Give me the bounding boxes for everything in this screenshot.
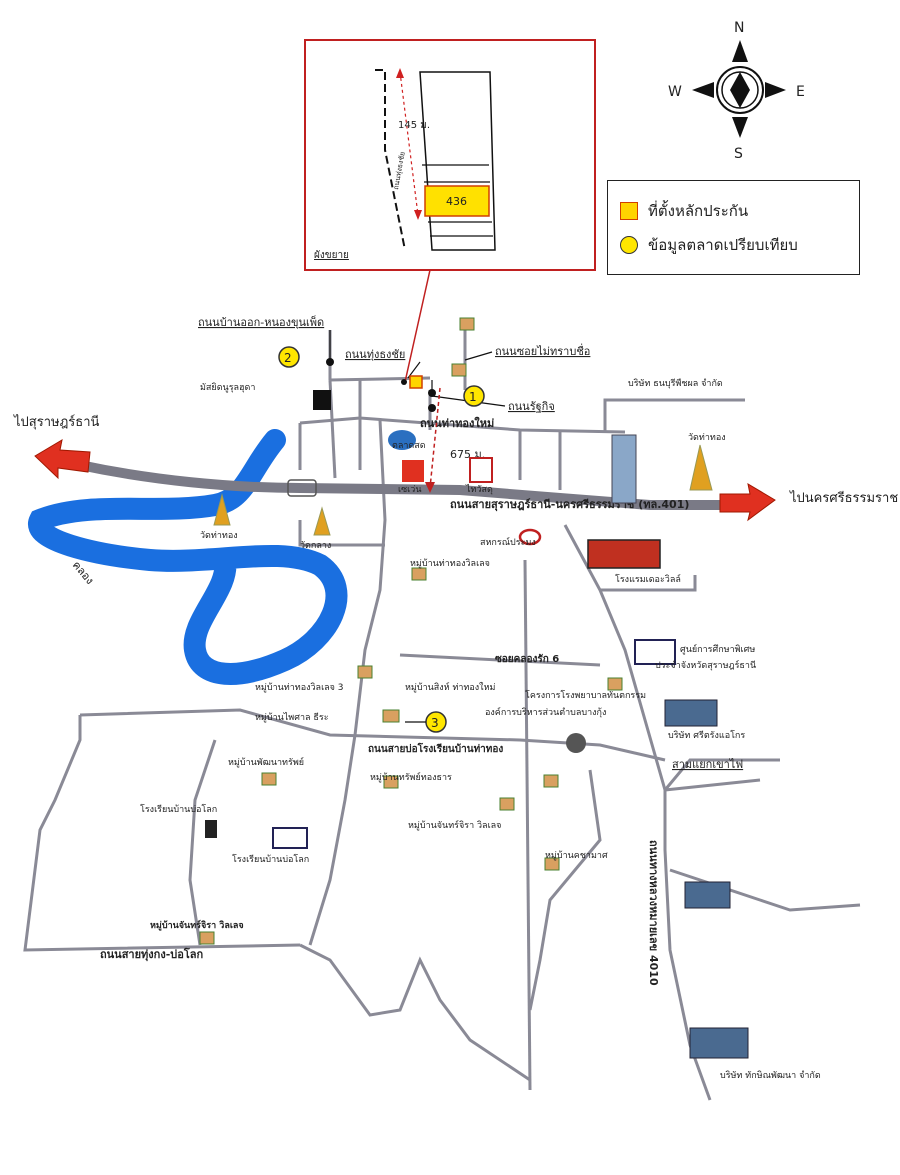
inset-distance: 145 ม. — [398, 120, 430, 131]
legend-label-collateral: ที่ตั้งหลักประกัน — [648, 202, 749, 220]
label-village-8: หมู่บ้านคชามาศ — [545, 850, 608, 861]
road-label-highway: ถนนสายสุราษฎร์ธานี-นครศรีธรรมราช (ทล.401… — [450, 498, 689, 512]
road-label-soi: ถนนซอยไม่ทราบชื่อ — [495, 343, 590, 358]
hotel-icon — [587, 539, 661, 569]
lotus-icon — [402, 460, 424, 482]
label-lotus: เซเว่น — [398, 485, 421, 495]
building-icon — [611, 434, 637, 504]
road-label-junction: สามแยกเขาไฟ — [672, 758, 743, 771]
road-label-4010: ถนนทางหลวงหมายเลข 4010 — [647, 840, 660, 986]
school-2-icon — [272, 827, 308, 849]
inset-title: ผังขยาย — [314, 250, 349, 261]
legend-square-icon — [620, 202, 638, 220]
toyota-icon — [518, 528, 542, 546]
distance-line — [429, 387, 441, 489]
seven-icon — [469, 457, 493, 483]
svg-text:1: 1 — [469, 390, 477, 404]
label-temple-left2: วัดกลาง — [300, 541, 331, 551]
label-school-1: โรงเรียนบ้านบ่อโลก — [140, 804, 217, 815]
temple-right-icon — [689, 444, 713, 491]
compass-s: S — [734, 146, 743, 162]
factory-icon — [684, 881, 731, 909]
west-arrow — [34, 438, 91, 480]
compass-w: W — [668, 84, 682, 100]
company-bottom-icon — [689, 1027, 749, 1059]
road-label-soi-ban: ซอยคลองรัก 6 — [495, 653, 559, 665]
legend-item-collateral: ที่ตั้งหลักประกัน — [620, 199, 748, 223]
village-icons — [199, 317, 623, 945]
bridge — [287, 479, 317, 497]
direction-east-label: ไปนครศรีธรรมราช — [789, 490, 898, 506]
road-label-ban-ok: ถนนบ้านออก-หนองขุนเพ็ด — [198, 315, 324, 329]
east-arrow — [719, 482, 776, 522]
mosque-icon — [313, 390, 331, 410]
road-label-thung-thon: ถนนทุ่งธงชัย — [345, 348, 405, 361]
road-network — [23, 330, 861, 1101]
road-label-ratthakit: ถนนรัฐกิจ — [508, 400, 555, 413]
road-label-thung-kong: ถนนสายทุ่งกง-บ่อโลก — [100, 947, 203, 962]
inset-leader-line — [404, 269, 431, 383]
label-project: โครงการโรงพยาบาลทันตกรรม — [525, 690, 646, 701]
legend-circle-icon — [620, 236, 638, 254]
direction-west-label: ไปสุราษฎร์ธานี — [13, 414, 100, 430]
label-village-6: หมู่บ้านทรัพย์ทองธาร — [370, 771, 452, 783]
temple-left2-icon — [313, 506, 331, 536]
highway-401 — [78, 460, 760, 510]
river-label: คลอง — [70, 559, 97, 587]
svg-text:3: 3 — [431, 716, 439, 730]
label-village-1: หมู่บ้านท่าทองวิลเลจ — [410, 558, 490, 569]
marker-2: 2 — [278, 346, 300, 368]
place-labels: มัสยิดนูรุลฮุดา ตลาดสด เซเว่น ไทวัสดุ บร… — [140, 378, 821, 1081]
label-hotel: โรงแรมเดอะวิลล์ — [615, 573, 681, 585]
legend-item-market-data: ข้อมูลตลาดเปรียบเทียบ — [620, 233, 798, 257]
map-legend: ที่ตั้งหลักประกัน ข้อมูลตลาดเปรียบเทียบ — [607, 180, 860, 275]
label-toyota: สหกรณ์ประมง — [480, 536, 536, 548]
label-education-center-sub: ประจำจังหวัดสุราษฎร์ธานี — [655, 659, 756, 671]
label-village-7: หมู่บ้านจันทร์จิรา วิลเลจ — [408, 819, 501, 831]
school-1-icon — [205, 820, 217, 838]
inset-map: 436 145 ม. ถนนทุ่งธงชัย ผังขยาย — [304, 39, 596, 271]
marker-3: 3 — [425, 711, 447, 733]
legend-label-market-data: ข้อมูลตลาดเปรียบเทียบ — [648, 236, 798, 254]
inset-collateral-plot — [424, 185, 490, 217]
label-village-5: หมู่บ้านพัฒนาทรัพย์ — [228, 756, 304, 768]
compass-n: N — [734, 20, 744, 36]
road-label-school: ถนนสายบ่อโรงเรียนบ้านท่าทอง — [368, 742, 503, 755]
label-company-bottom: บริษัท ทักษิณพัฒนา จำกัด — [720, 1070, 821, 1081]
label-temple-right: วัดท่าทอง — [688, 433, 726, 443]
river — [28, 429, 348, 685]
label-company-top: บริษัท ธนบุรีพืชผล จำกัด — [628, 378, 723, 389]
label-seven: ไทวัสดุ — [465, 484, 493, 495]
label-village-2: หมู่บ้านท่าทองวิลเลจ 3 — [255, 682, 344, 693]
market-icon — [388, 430, 416, 450]
svg-text:2: 2 — [284, 351, 292, 365]
label-school-2: โรงเรียนบ้านบ่อโลก — [232, 854, 309, 865]
marker-1: 1 — [463, 385, 485, 407]
sub-district-emblem-icon — [566, 733, 586, 753]
label-company-mid: บริษัท ศรีตรังแอโกร — [668, 730, 745, 741]
road-label-thong-mai: ถนนท่าทองใหม่ — [420, 416, 494, 430]
compass-e: E — [796, 84, 805, 100]
company-mid-icon — [664, 699, 718, 727]
label-mosque: มัสยิดนูรุลฮุดา — [200, 382, 255, 393]
inset-plot-number: 436 — [446, 195, 467, 208]
temple-left1-icon — [213, 493, 231, 526]
label-temple-left1: วัดท่าทอง — [200, 531, 238, 541]
compass-rose: N S E W — [668, 20, 805, 162]
label-sub-district: องค์การบริหารส่วนตำบลบางกุ้ง — [485, 706, 606, 718]
label-market: ตลาดสด — [392, 441, 426, 451]
education-center-icon — [634, 639, 676, 665]
label-village-4: หมู่บ้านไพศาล ธีระ — [255, 712, 329, 723]
label-education-center: ศูนย์การศึกษาพิเศษ — [680, 643, 755, 655]
collateral-site-marker — [409, 375, 423, 389]
label-village-9: หมู่บ้านจันทร์จิรา วิลเลจ — [150, 919, 244, 931]
label-village-3: หมู่บ้านสิงห์ ท่าทองใหม่ — [405, 681, 496, 693]
